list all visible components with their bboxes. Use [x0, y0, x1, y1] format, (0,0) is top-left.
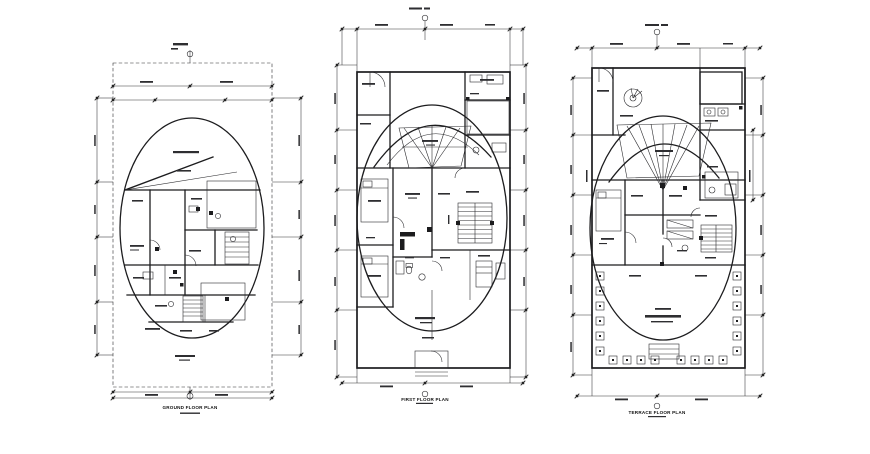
spiral-stair: [623, 87, 643, 108]
staircase-lower: [182, 295, 204, 323]
room-labels: [597, 90, 718, 323]
dimension-lines: [334, 24, 529, 388]
terrace-steps: [648, 343, 680, 360]
fixtures-furniture: [595, 106, 743, 266]
tiled-bathroom-hatch: [466, 100, 510, 135]
fixtures: [142, 205, 236, 307]
interior-walls: [591, 67, 746, 266]
fan-hall: [608, 122, 720, 191]
plan-caption: TERRACE FLOOR PLAN: [629, 410, 686, 415]
elliptical-outer-wall: [119, 117, 265, 339]
plan-caption: GROUND FLOOR PLAN: [163, 405, 218, 410]
entrance-porch: [414, 350, 449, 377]
section-marker-top: [645, 24, 668, 48]
floor-plan-3-drawing: TERRACE FLOOR PLAN: [570, 24, 766, 418]
tiled-bathroom-hatch: [206, 180, 257, 229]
floor-plan-2: FIRST FLOOR PLAN: [330, 5, 535, 405]
floor-plan-2-drawing: FIRST FLOOR PLAN: [334, 7, 529, 404]
floor-plan-1-drawing: GROUND FLOOR PLAN: [94, 43, 304, 414]
elliptical-outer-wall: [589, 115, 737, 341]
staircase: [456, 202, 494, 244]
floor-plan-1: GROUND FLOOR PLAN: [85, 40, 315, 425]
staircase: [699, 224, 733, 253]
title-marker-bottom: GROUND FLOOR PLAN: [163, 387, 218, 414]
title-marker-bottom: FIRST FLOOR PLAN: [401, 390, 449, 404]
title-marker-bottom: TERRACE FLOOR PLAN: [629, 402, 686, 418]
staircase-upper: [224, 231, 250, 265]
north-section-marker-top: [171, 43, 194, 63]
curved-hall-walls: [373, 124, 492, 169]
interior-walls: [356, 71, 511, 340]
building-outline: [356, 71, 511, 369]
site-boundary: [112, 62, 273, 388]
tiled-kitchen-hatch: [200, 282, 246, 321]
terrace-planters: [595, 271, 742, 365]
section-marker-top: [409, 7, 430, 40]
tiled-service-block-hatch: [699, 71, 743, 105]
plan-caption: FIRST FLOOR PLAN: [401, 397, 449, 402]
interior-walls: [124, 156, 261, 323]
room-labels: [130, 151, 219, 361]
tiled-bathroom-hatch: [704, 171, 739, 199]
room-labels: [360, 79, 494, 339]
building-outline: [591, 67, 746, 369]
fixtures-furniture: [360, 74, 510, 298]
dimension-lines: [570, 43, 766, 401]
floor-plan-3: TERRACE FLOOR PLAN: [565, 20, 775, 420]
